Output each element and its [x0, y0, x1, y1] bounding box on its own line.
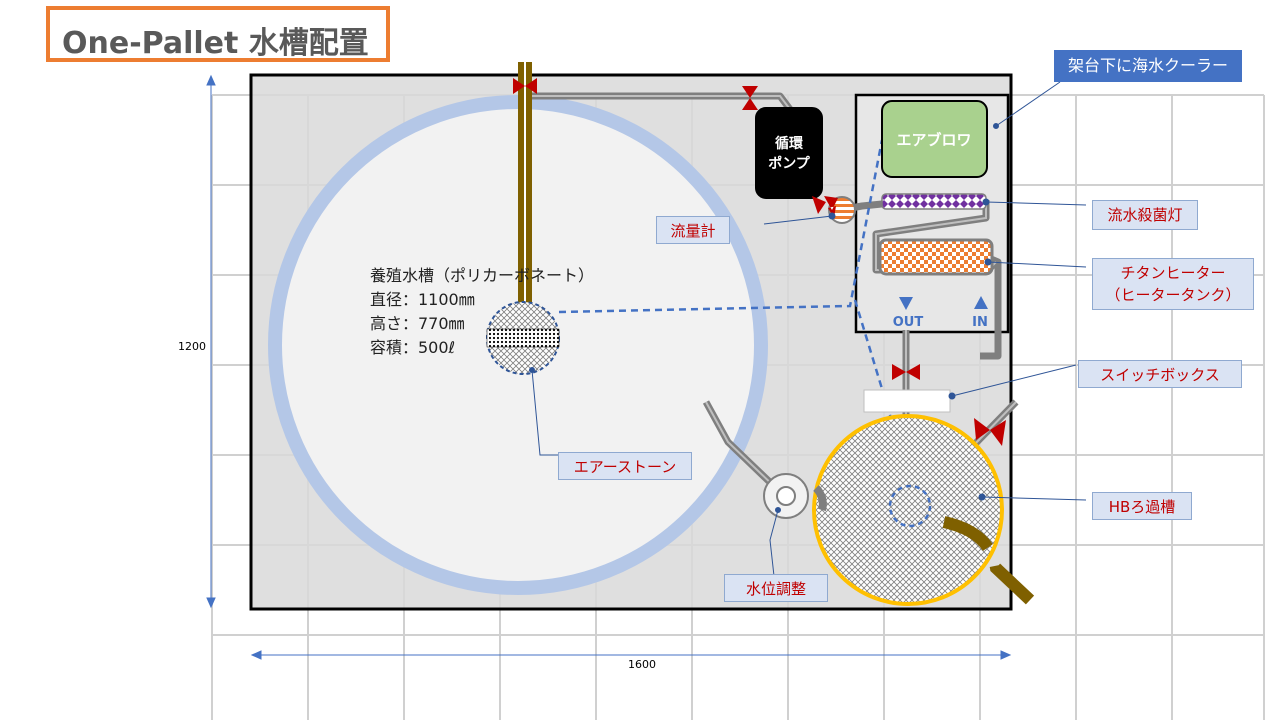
in-label: IN: [972, 315, 988, 330]
air-stone: [486, 301, 560, 375]
title-box: One-Pallet 水槽配置: [46, 6, 390, 62]
note-sea-water-cooler: 架台下に海水クーラー: [1054, 50, 1242, 82]
tank-volume: 容積：500ℓ: [370, 338, 456, 357]
air-blower: [881, 100, 988, 178]
overflow-pipe: [942, 516, 1035, 605]
heater-line-2: （ヒータータンク）: [1105, 286, 1241, 304]
tank-height: 高さ：770㎜: [370, 314, 465, 333]
flow-meter: [828, 196, 856, 224]
dimension-lines: [206, 74, 1012, 660]
valves: [513, 78, 1006, 446]
tank-diameter: 直径：1100㎜: [370, 290, 475, 309]
callout-heater: チタンヒーター （ヒータータンク）: [1092, 258, 1254, 310]
filter-drain: [888, 484, 932, 528]
out-label: OUT: [893, 315, 924, 330]
switch-box: [863, 389, 951, 413]
callout-switch-box: スイッチボックス: [1078, 360, 1242, 388]
uv-lamp: [881, 193, 987, 210]
callout-uv-lamp: 流水殺菌灯: [1092, 200, 1198, 230]
inlet-pipe: [518, 62, 532, 322]
dimension-width: 1600: [628, 658, 656, 671]
out-in-markers: [899, 296, 988, 310]
callout-water-level: 水位調整: [724, 574, 828, 602]
circulation-pump: [755, 107, 823, 199]
heater-line-1: チタンヒーター: [1120, 264, 1226, 282]
heater-tank: [878, 238, 994, 276]
callout-air-stone: エアーストーン: [558, 452, 692, 480]
leader-lines: [529, 81, 1087, 577]
water-level-adjuster: [763, 473, 827, 519]
valve-in: [974, 418, 1006, 446]
dimension-height: 1200: [178, 340, 206, 353]
callout-hb-filter: HBろ過槽: [1092, 492, 1192, 520]
pump-label-1: 循環: [775, 135, 804, 152]
callout-flowmeter: 流量計: [656, 216, 730, 244]
tank-description: 養殖水槽（ポリカーボネート） 直径：1100㎜ 高さ：770㎜ 容積：500ℓ: [370, 264, 594, 360]
pump-label-2: ポンプ: [768, 155, 811, 172]
valve-out: [892, 364, 920, 380]
valve-top: [513, 78, 537, 94]
valve-pump: [812, 196, 838, 218]
tank-name: 養殖水槽（ポリカーボネート）: [370, 266, 595, 285]
hb-filter-tank: [812, 414, 1004, 606]
valve-pipe: [742, 86, 758, 110]
blower-label: エアブロワ: [896, 131, 971, 149]
page-title: One-Pallet 水槽配置: [62, 26, 369, 61]
